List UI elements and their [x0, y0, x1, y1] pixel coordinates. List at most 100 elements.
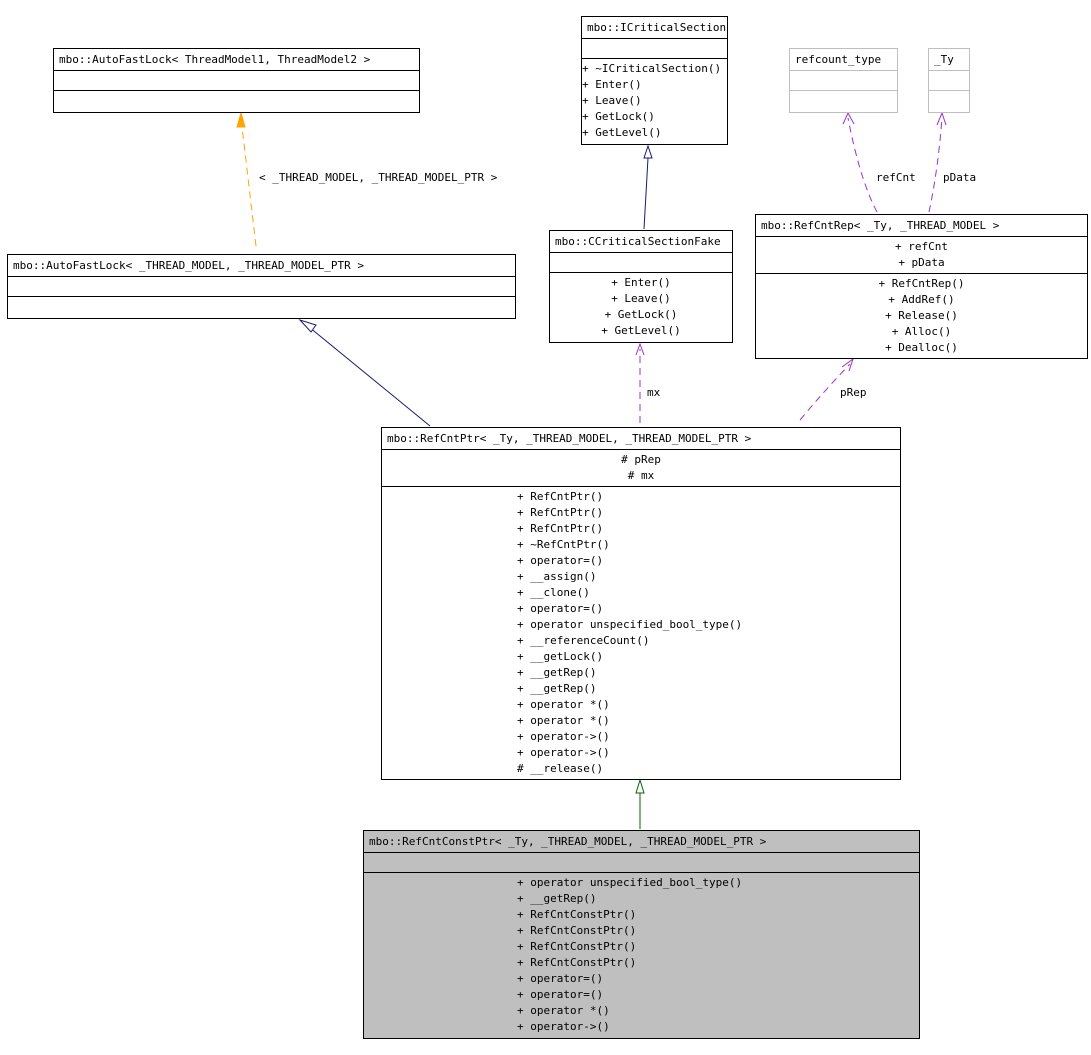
edge-label-mx: mx: [647, 386, 661, 399]
method: + __clone(): [517, 586, 590, 599]
class-title: _Ty: [934, 53, 954, 66]
method: + operator *(): [517, 714, 610, 727]
method: + RefCntPtr(): [517, 522, 604, 535]
class-methods: [790, 90, 897, 110]
attribute: # mx: [627, 469, 655, 482]
method: + Release(): [885, 309, 958, 322]
class-methods: + operator unspecified_bool_type() + __g…: [364, 872, 919, 1037]
class-ccriticalsectionfake[interactable]: mbo::CCriticalSectionFake + Enter() + Le…: [549, 230, 733, 343]
edge-label-refcnt: refCnt: [876, 171, 916, 184]
method: + RefCntPtr(): [517, 506, 604, 519]
method: + operator=(): [517, 554, 604, 567]
class-attributes: [364, 852, 919, 872]
method: + GetLock(): [604, 308, 678, 321]
edge-inherit-refcntptr-arrowhead: [635, 778, 645, 794]
class-refcntptr[interactable]: mbo::RefCntPtr< _Ty, _THREAD_MODEL, _THR…: [381, 427, 901, 780]
edge-usage-refcnt-arrowhead: [842, 111, 855, 125]
class-title: mbo::CCriticalSectionFake: [555, 235, 721, 248]
class-attributes: + refCnt + pData: [756, 236, 1087, 273]
method: + operator=(): [517, 972, 604, 985]
edge-label-prep: pRep: [840, 386, 867, 399]
class-refcntrep[interactable]: mbo::RefCntRep< _Ty, _THREAD_MODEL > + r…: [755, 214, 1088, 359]
method: + Enter(): [611, 276, 671, 289]
edge-usage-refcnt: [847, 117, 878, 213]
method: + RefCntConstPtr(): [517, 908, 637, 921]
edge-usage-mx-arrowhead: [635, 342, 645, 356]
method: + ~RefCntPtr(): [517, 538, 610, 551]
edge-usage-pdata: [928, 117, 943, 213]
class-autofastlock-threadmodel[interactable]: mbo::AutoFastLock< ThreadModel1, ThreadM…: [53, 48, 420, 113]
edge-inherit-icritical: [643, 157, 649, 230]
edge-template-instance: [240, 117, 257, 247]
method: + __assign(): [517, 570, 597, 583]
edge-inherit-autofastlock: [308, 326, 431, 427]
class-methods: + RefCntPtr() + RefCntPtr() + RefCntPtr(…: [382, 486, 900, 779]
class-attributes: [8, 276, 515, 296]
class-title: mbo::RefCntPtr< _Ty, _THREAD_MODEL, _THR…: [387, 432, 752, 445]
class-methods: + Enter() + Leave() + GetLock() + GetLev…: [550, 272, 732, 341]
method: + RefCntConstPtr(): [517, 956, 637, 969]
method: + Leave(): [582, 94, 642, 107]
class-attributes: [550, 252, 732, 272]
class-title: mbo::RefCntRep< _Ty, _THREAD_MODEL >: [761, 219, 1000, 232]
method: + Enter(): [582, 78, 642, 91]
class-attributes: [582, 38, 727, 58]
method: + Leave(): [611, 292, 671, 305]
class-ty[interactable]: _Ty: [928, 48, 970, 113]
class-methods: [54, 90, 419, 110]
method: + RefCntConstPtr(): [517, 940, 637, 953]
class-methods: + RefCntRep() + AddRef() + Release() + A…: [756, 273, 1087, 358]
class-autofastlock-thread-model[interactable]: mbo::AutoFastLock< _THREAD_MODEL, _THREA…: [7, 254, 516, 319]
edge-template-instance-arrowhead: [236, 111, 246, 128]
method: + operator unspecified_bool_type(): [517, 876, 743, 889]
class-methods: [929, 90, 969, 110]
class-refcount-type[interactable]: refcount_type: [789, 48, 898, 113]
method: + ~ICriticalSection(): [582, 62, 722, 75]
class-attributes: [790, 70, 897, 90]
method: + __getRep(): [517, 892, 597, 905]
class-title: mbo::AutoFastLock< _THREAD_MODEL, _THREA…: [13, 259, 364, 272]
method: + RefCntRep(): [878, 277, 965, 290]
method: + AddRef(): [888, 293, 955, 306]
edge-usage-prep-arrowhead: [841, 357, 854, 372]
edge-inherit-icritical-arrowhead: [643, 144, 653, 159]
class-methods: + ~ICriticalSection() + Enter() + Leave(…: [582, 58, 727, 143]
class-attributes: [54, 70, 419, 90]
edge-label-template-args: < _THREAD_MODEL, _THREAD_MODEL_PTR >: [259, 171, 498, 184]
method: + Dealloc(): [885, 341, 958, 354]
method: + operator *(): [517, 698, 610, 711]
method: + RefCntPtr(): [517, 490, 604, 503]
method: + operator *(): [517, 1004, 610, 1017]
class-title: refcount_type: [795, 53, 882, 66]
class-icriticalsection[interactable]: mbo::ICriticalSection + ~ICriticalSectio…: [581, 16, 728, 145]
class-title: mbo::RefCntConstPtr< _Ty, _THREAD_MODEL,…: [369, 835, 767, 848]
method: + __getRep(): [517, 666, 597, 679]
method: + operator->(): [517, 730, 610, 743]
method: + GetLevel(): [601, 324, 681, 337]
method: + GetLevel(): [582, 126, 662, 139]
method: + __getRep(): [517, 682, 597, 695]
class-attributes: [929, 70, 969, 90]
class-refcntconstptr[interactable]: mbo::RefCntConstPtr< _Ty, _THREAD_MODEL,…: [363, 830, 920, 1039]
method: # __release(): [517, 762, 604, 775]
method: + operator unspecified_bool_type(): [517, 618, 743, 631]
attribute: + refCnt: [895, 240, 948, 253]
method: + GetLock(): [582, 110, 655, 123]
method: + operator=(): [517, 602, 604, 615]
class-attributes: # pRep # mx: [382, 449, 900, 486]
edge-inherit-autofastlock-arrowhead: [298, 318, 317, 333]
attribute: + pData: [898, 256, 945, 269]
edge-usage-pdata-arrowhead: [936, 111, 947, 126]
method: + Alloc(): [891, 325, 952, 338]
class-title: mbo::AutoFastLock< ThreadModel1, ThreadM…: [59, 53, 371, 66]
method: + operator->(): [517, 746, 610, 759]
method: + __referenceCount(): [517, 634, 650, 647]
method: + RefCntConstPtr(): [517, 924, 637, 937]
edge-usage-prep: [799, 363, 851, 421]
attribute: # pRep: [621, 453, 661, 466]
class-methods: [8, 296, 515, 316]
method: + __getLock(): [517, 650, 604, 663]
class-title: mbo::ICriticalSection: [587, 21, 727, 34]
edge-label-pdata: pData: [943, 171, 977, 184]
